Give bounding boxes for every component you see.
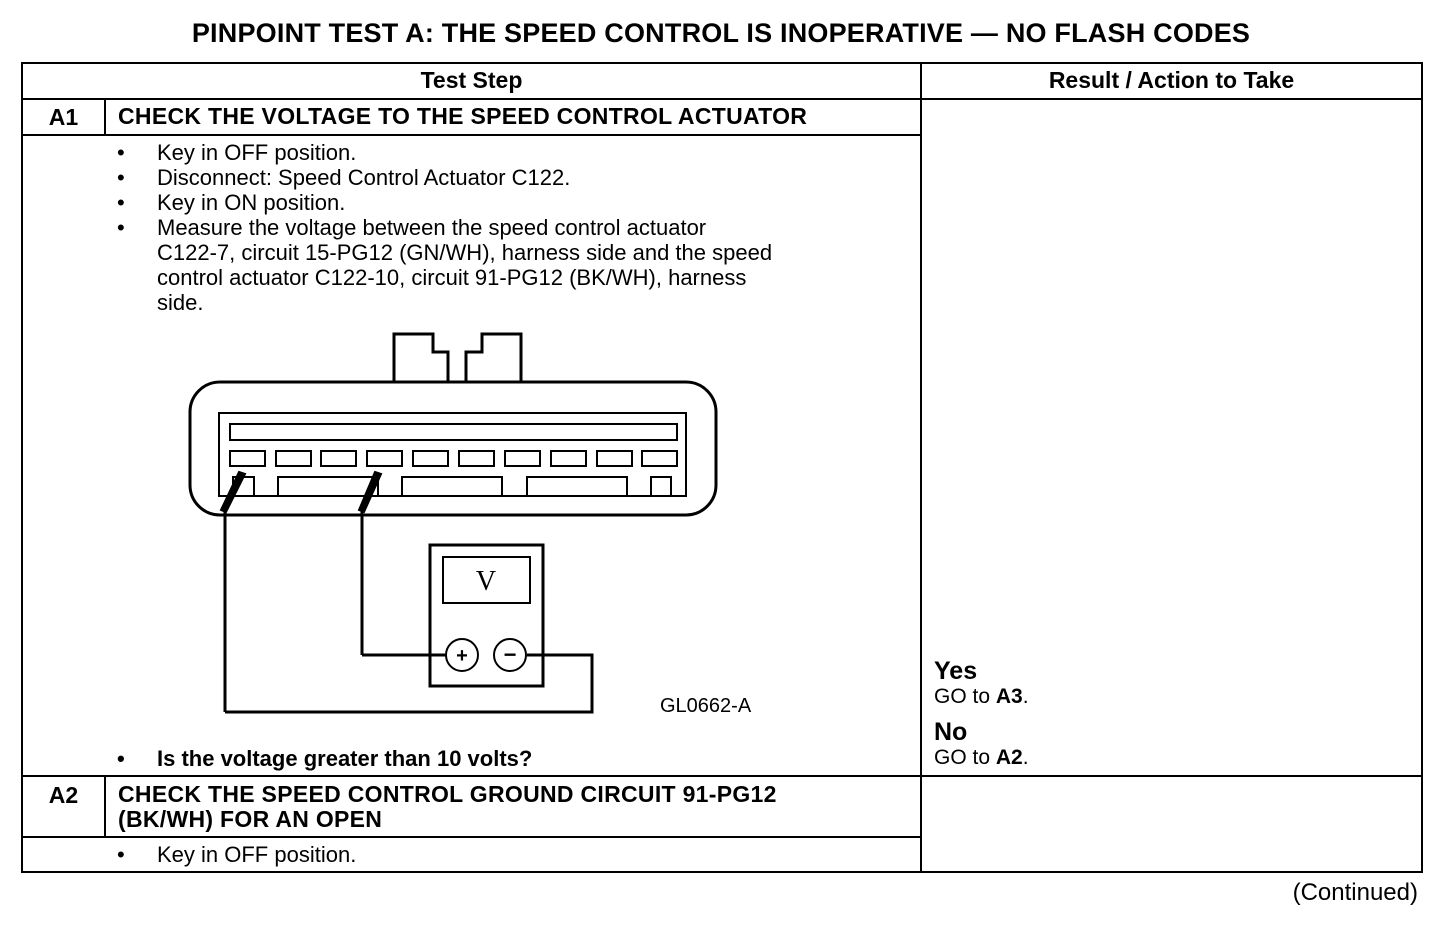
column-header-result: Result / Action to Take <box>1048 67 1295 93</box>
probe-left <box>219 470 247 712</box>
result-no: No GO to A2. <box>934 719 1029 770</box>
terminal-8 <box>550 450 587 467</box>
voltmeter <box>428 543 545 688</box>
connector-key <box>650 476 672 497</box>
connector-key <box>277 476 379 497</box>
column-header-test-step: Test Step <box>420 67 523 93</box>
terminal-6 <box>458 450 495 467</box>
terminal-4 <box>366 450 403 467</box>
list-item: Disconnect: Speed Control Actuator C122. <box>117 165 772 190</box>
goto-link-a2[interactable]: A2 <box>995 746 1023 769</box>
step-a1-question: Is the voltage greater than 10 volts? <box>117 746 532 771</box>
voltmeter-display <box>442 556 531 604</box>
terminal-1 <box>229 450 266 467</box>
list-item: Key in OFF position. <box>117 140 772 165</box>
connector-slot <box>229 423 678 441</box>
connector-key <box>401 476 503 497</box>
step-id-a2: A2 <box>48 782 79 808</box>
connector-body <box>188 380 718 517</box>
connector-latch-right <box>464 332 523 382</box>
minus-symbol: − <box>504 642 517 667</box>
terminal-7 <box>504 450 541 467</box>
step-heading-a2: CHECK THE SPEED CONTROL GROUND CIRCUIT 9… <box>118 781 777 832</box>
probe-right <box>357 470 383 655</box>
connector-key <box>526 476 628 497</box>
page-title: PINPOINT TEST A: THE SPEED CONTROL IS IN… <box>191 18 1251 48</box>
result-yes-label: Yes <box>934 657 978 685</box>
goto-link-a3[interactable]: A3 <box>995 685 1023 708</box>
result-no-label: No <box>934 718 968 746</box>
terminal-2 <box>275 450 312 467</box>
list-item: Key in OFF position. <box>117 842 356 867</box>
terminal-10 <box>641 450 678 467</box>
step-heading-a1: CHECK THE VOLTAGE TO THE SPEED CONTROL A… <box>118 103 808 129</box>
positive-jack <box>445 638 479 672</box>
step-id-a1: A1 <box>48 104 79 130</box>
negative-jack <box>493 638 527 672</box>
terminal-3 <box>320 450 357 467</box>
result-no-action: GO to A2. <box>934 746 1029 769</box>
connector-latch-left <box>392 332 450 382</box>
lead-negative <box>225 653 594 714</box>
list-item-measure: Measure the voltage between the speed co… <box>117 215 772 315</box>
terminal-5 <box>412 450 449 467</box>
plus-symbol: + <box>456 645 468 667</box>
result-yes: Yes GO to A3. <box>934 658 1029 709</box>
step-a1-instructions: Key in OFF position. Disconnect: Speed C… <box>117 140 772 315</box>
voltmeter-symbol: V <box>476 566 496 597</box>
continued-note: (Continued) <box>1292 879 1418 906</box>
step-a2-instructions: Key in OFF position. <box>117 842 356 867</box>
list-item: Key in ON position. <box>117 190 772 215</box>
terminal-9 <box>596 450 633 467</box>
figure-id-label: GL0662-A <box>660 695 752 717</box>
connector-face <box>218 412 687 497</box>
result-yes-action: GO to A3. <box>934 685 1029 708</box>
